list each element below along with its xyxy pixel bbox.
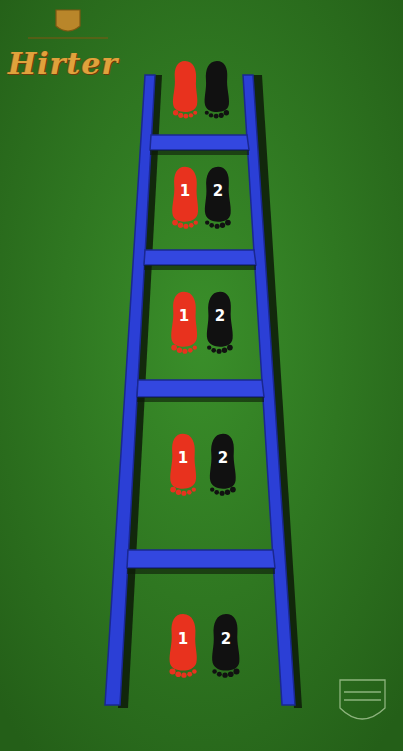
step-number: 1 xyxy=(166,309,202,324)
footprint: 2 xyxy=(202,290,238,354)
crest-icon xyxy=(340,680,385,719)
footprint: 1 xyxy=(167,165,203,229)
footprint: 1 xyxy=(165,432,201,496)
footprint: 2 xyxy=(205,432,241,496)
footprint: 1 xyxy=(166,290,202,354)
step-number: 2 xyxy=(200,184,236,199)
brand-logo: Hirter xyxy=(8,46,118,81)
step-number: 2 xyxy=(205,451,241,466)
crest-icon xyxy=(28,10,108,38)
step-number: 1 xyxy=(165,451,201,466)
step-number: 1 xyxy=(164,632,202,647)
step-number: 1 xyxy=(167,184,203,199)
footprint: 2 xyxy=(200,165,236,229)
step-number: 2 xyxy=(207,632,245,647)
footprint: 1 xyxy=(164,612,202,678)
footprint: 2 xyxy=(207,612,245,678)
step-number: 2 xyxy=(202,309,238,324)
